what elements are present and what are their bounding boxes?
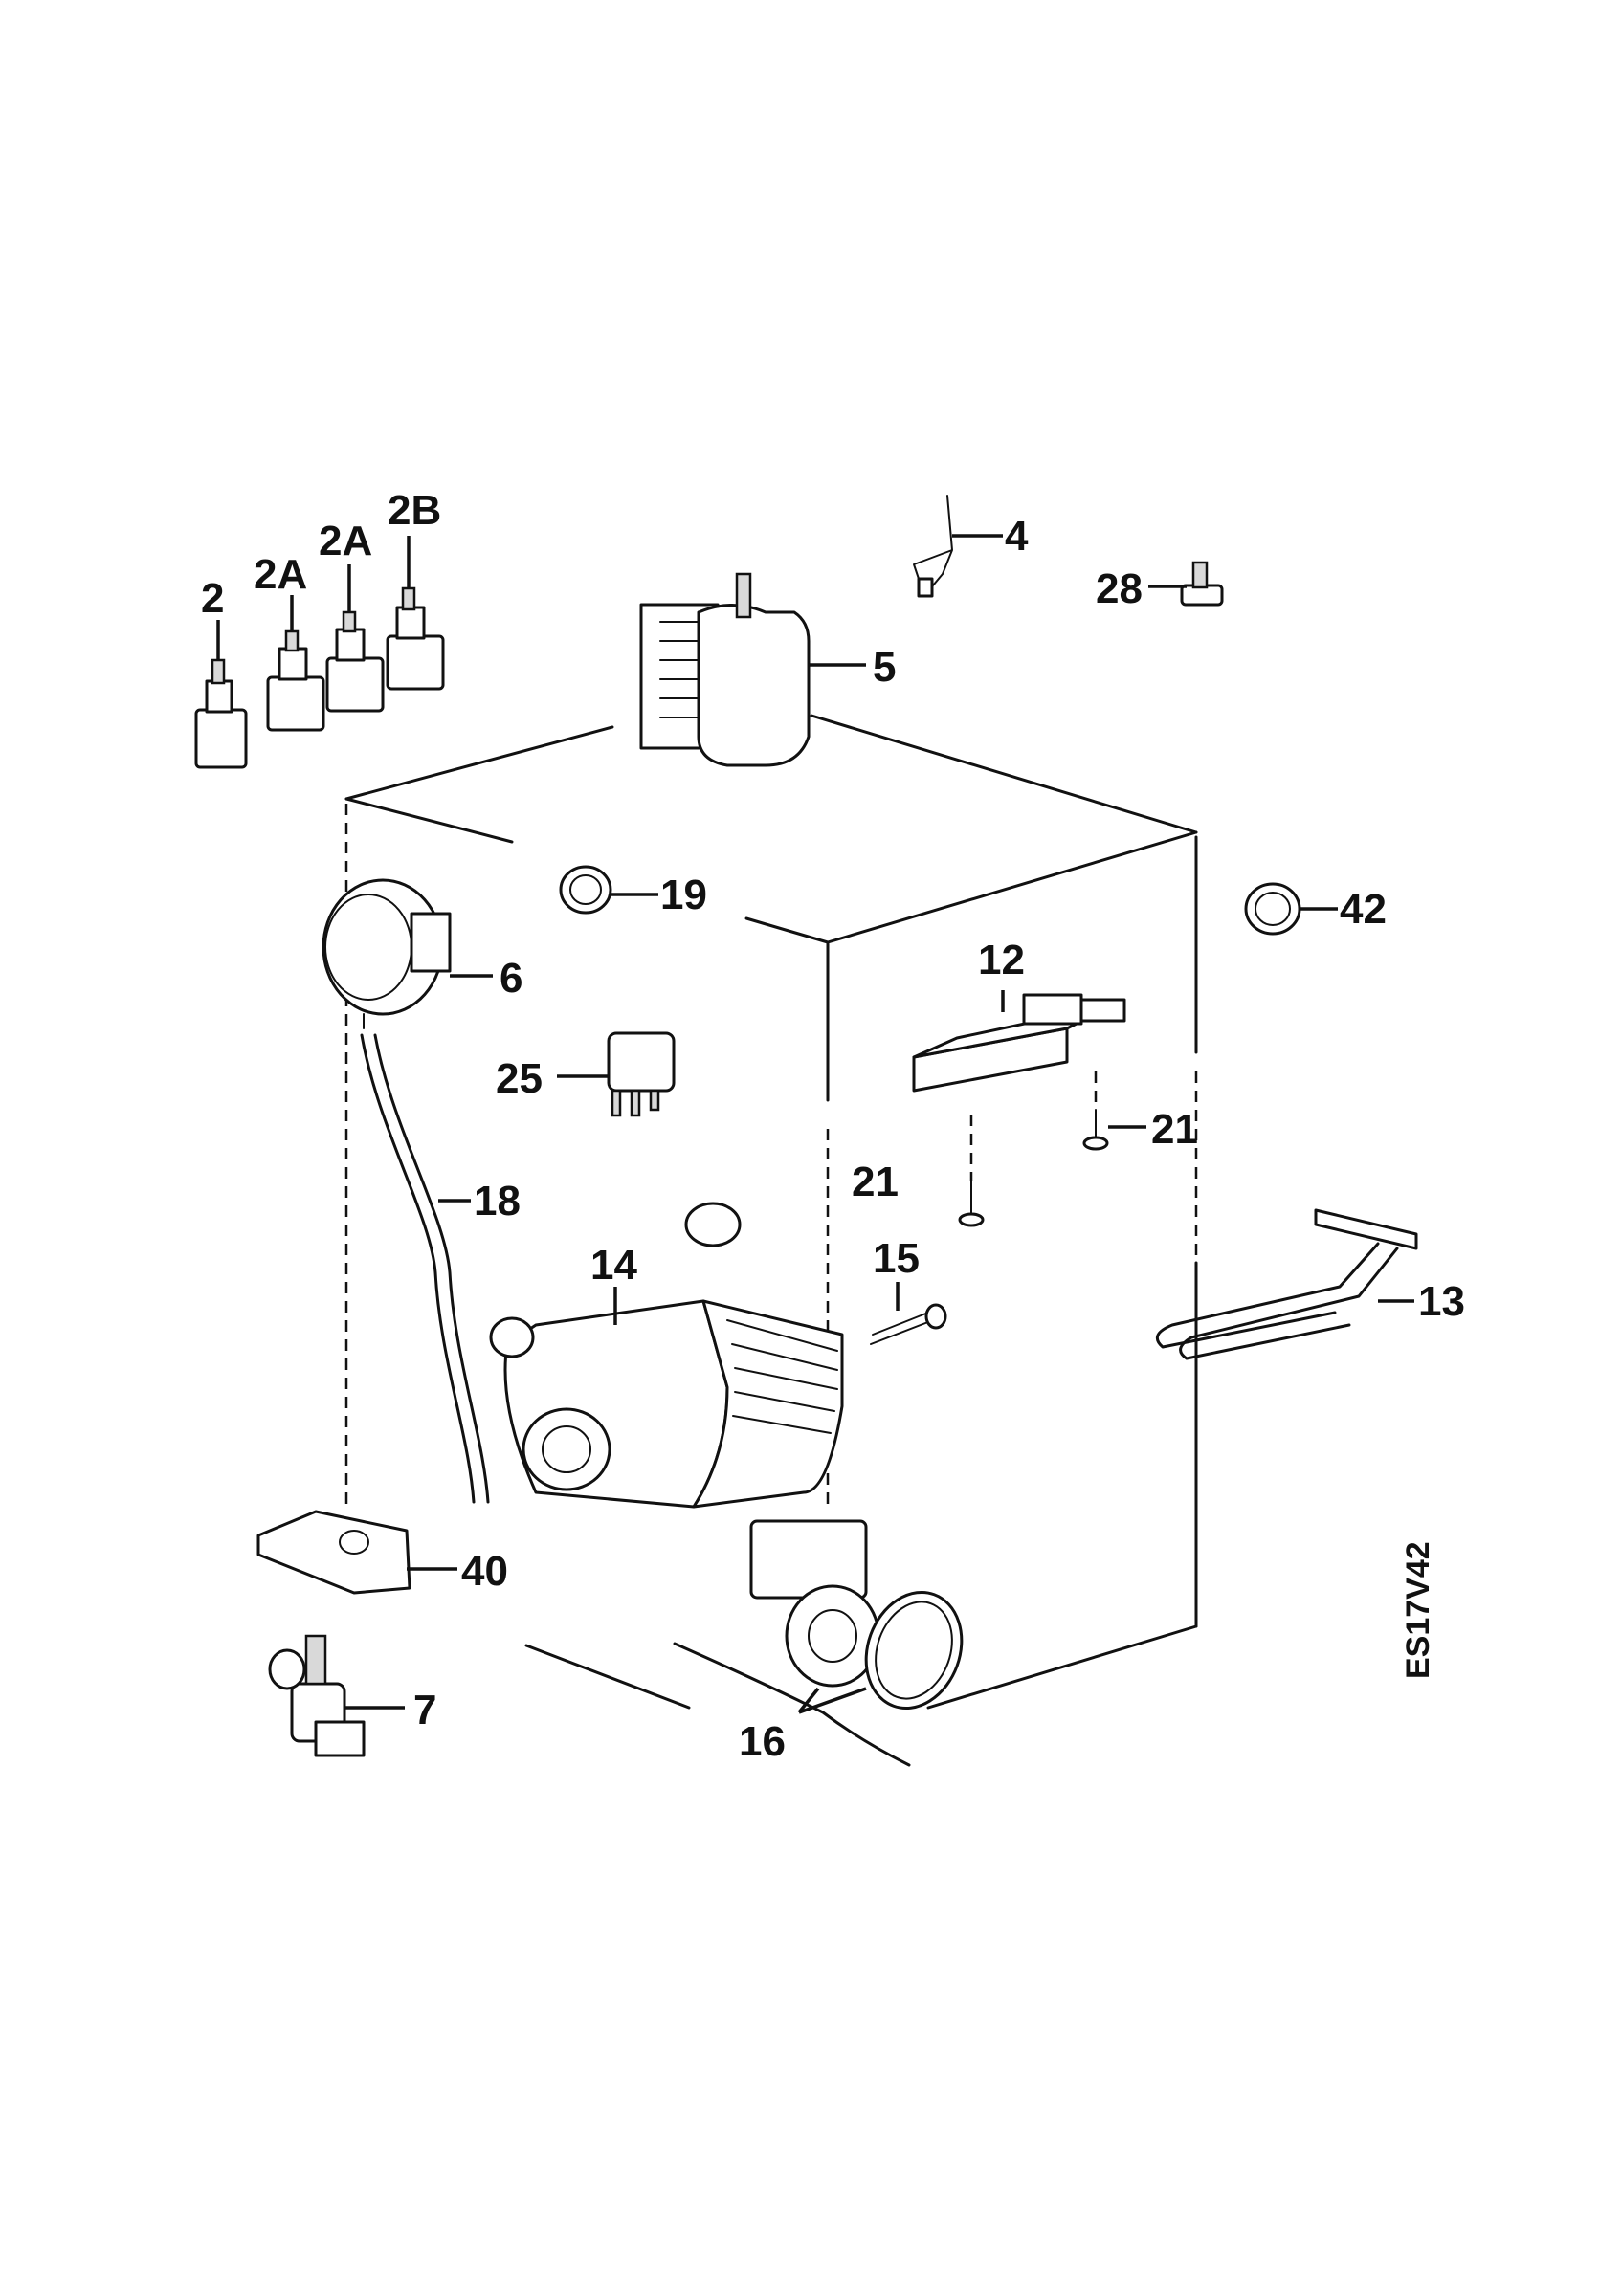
label-21-left: 21	[852, 1159, 899, 1205]
label-5: 5	[873, 644, 896, 691]
label-14: 14	[590, 1242, 637, 1289]
label-25: 25	[496, 1055, 543, 1102]
label-21-right: 21	[1151, 1106, 1198, 1153]
label-2: 2	[201, 575, 224, 622]
bracket-40	[256, 1510, 457, 1595]
wire-harness-4	[913, 495, 1003, 598]
label-13: 13	[1418, 1278, 1465, 1325]
cap-42	[1244, 882, 1338, 936]
screw-21-left	[958, 1115, 985, 1227]
label-42: 42	[1340, 886, 1387, 933]
selector-switch-2b	[386, 536, 445, 691]
door-lock-12	[912, 990, 1126, 1093]
label-2b: 2B	[388, 487, 441, 534]
relay-25	[557, 1031, 676, 1117]
selector-switch-2a-left	[266, 595, 325, 732]
label-12: 12	[978, 937, 1025, 983]
label-2a-left: 2A	[254, 551, 307, 598]
label-28: 28	[1096, 565, 1143, 612]
filter-5	[639, 572, 866, 767]
label-16: 16	[739, 1718, 786, 1765]
motor-14	[489, 1202, 844, 1509]
sensor-28	[1148, 561, 1224, 607]
selector-switch-2	[194, 620, 248, 769]
drawing-code: ES17V42	[1400, 1541, 1436, 1679]
drain-pump-16	[673, 1519, 964, 1767]
hose-18	[360, 1033, 490, 1504]
cabinet-outline	[344, 714, 1198, 1710]
bolt-15	[870, 1282, 947, 1345]
label-15: 15	[873, 1235, 920, 1282]
selector-switch-2a-right	[325, 564, 385, 713]
label-6: 6	[500, 955, 522, 1002]
label-4: 4	[1005, 513, 1029, 560]
label-7: 7	[413, 1687, 436, 1733]
label-19: 19	[660, 872, 707, 918]
grommet-19	[559, 865, 658, 915]
heating-element-13	[1155, 1208, 1418, 1360]
label-40: 40	[461, 1548, 508, 1595]
label-18: 18	[474, 1178, 521, 1225]
label-2a-right: 2A	[319, 518, 372, 564]
screw-21-right	[1082, 1071, 1146, 1151]
timer-6	[322, 878, 493, 1029]
valve-7	[268, 1634, 405, 1757]
